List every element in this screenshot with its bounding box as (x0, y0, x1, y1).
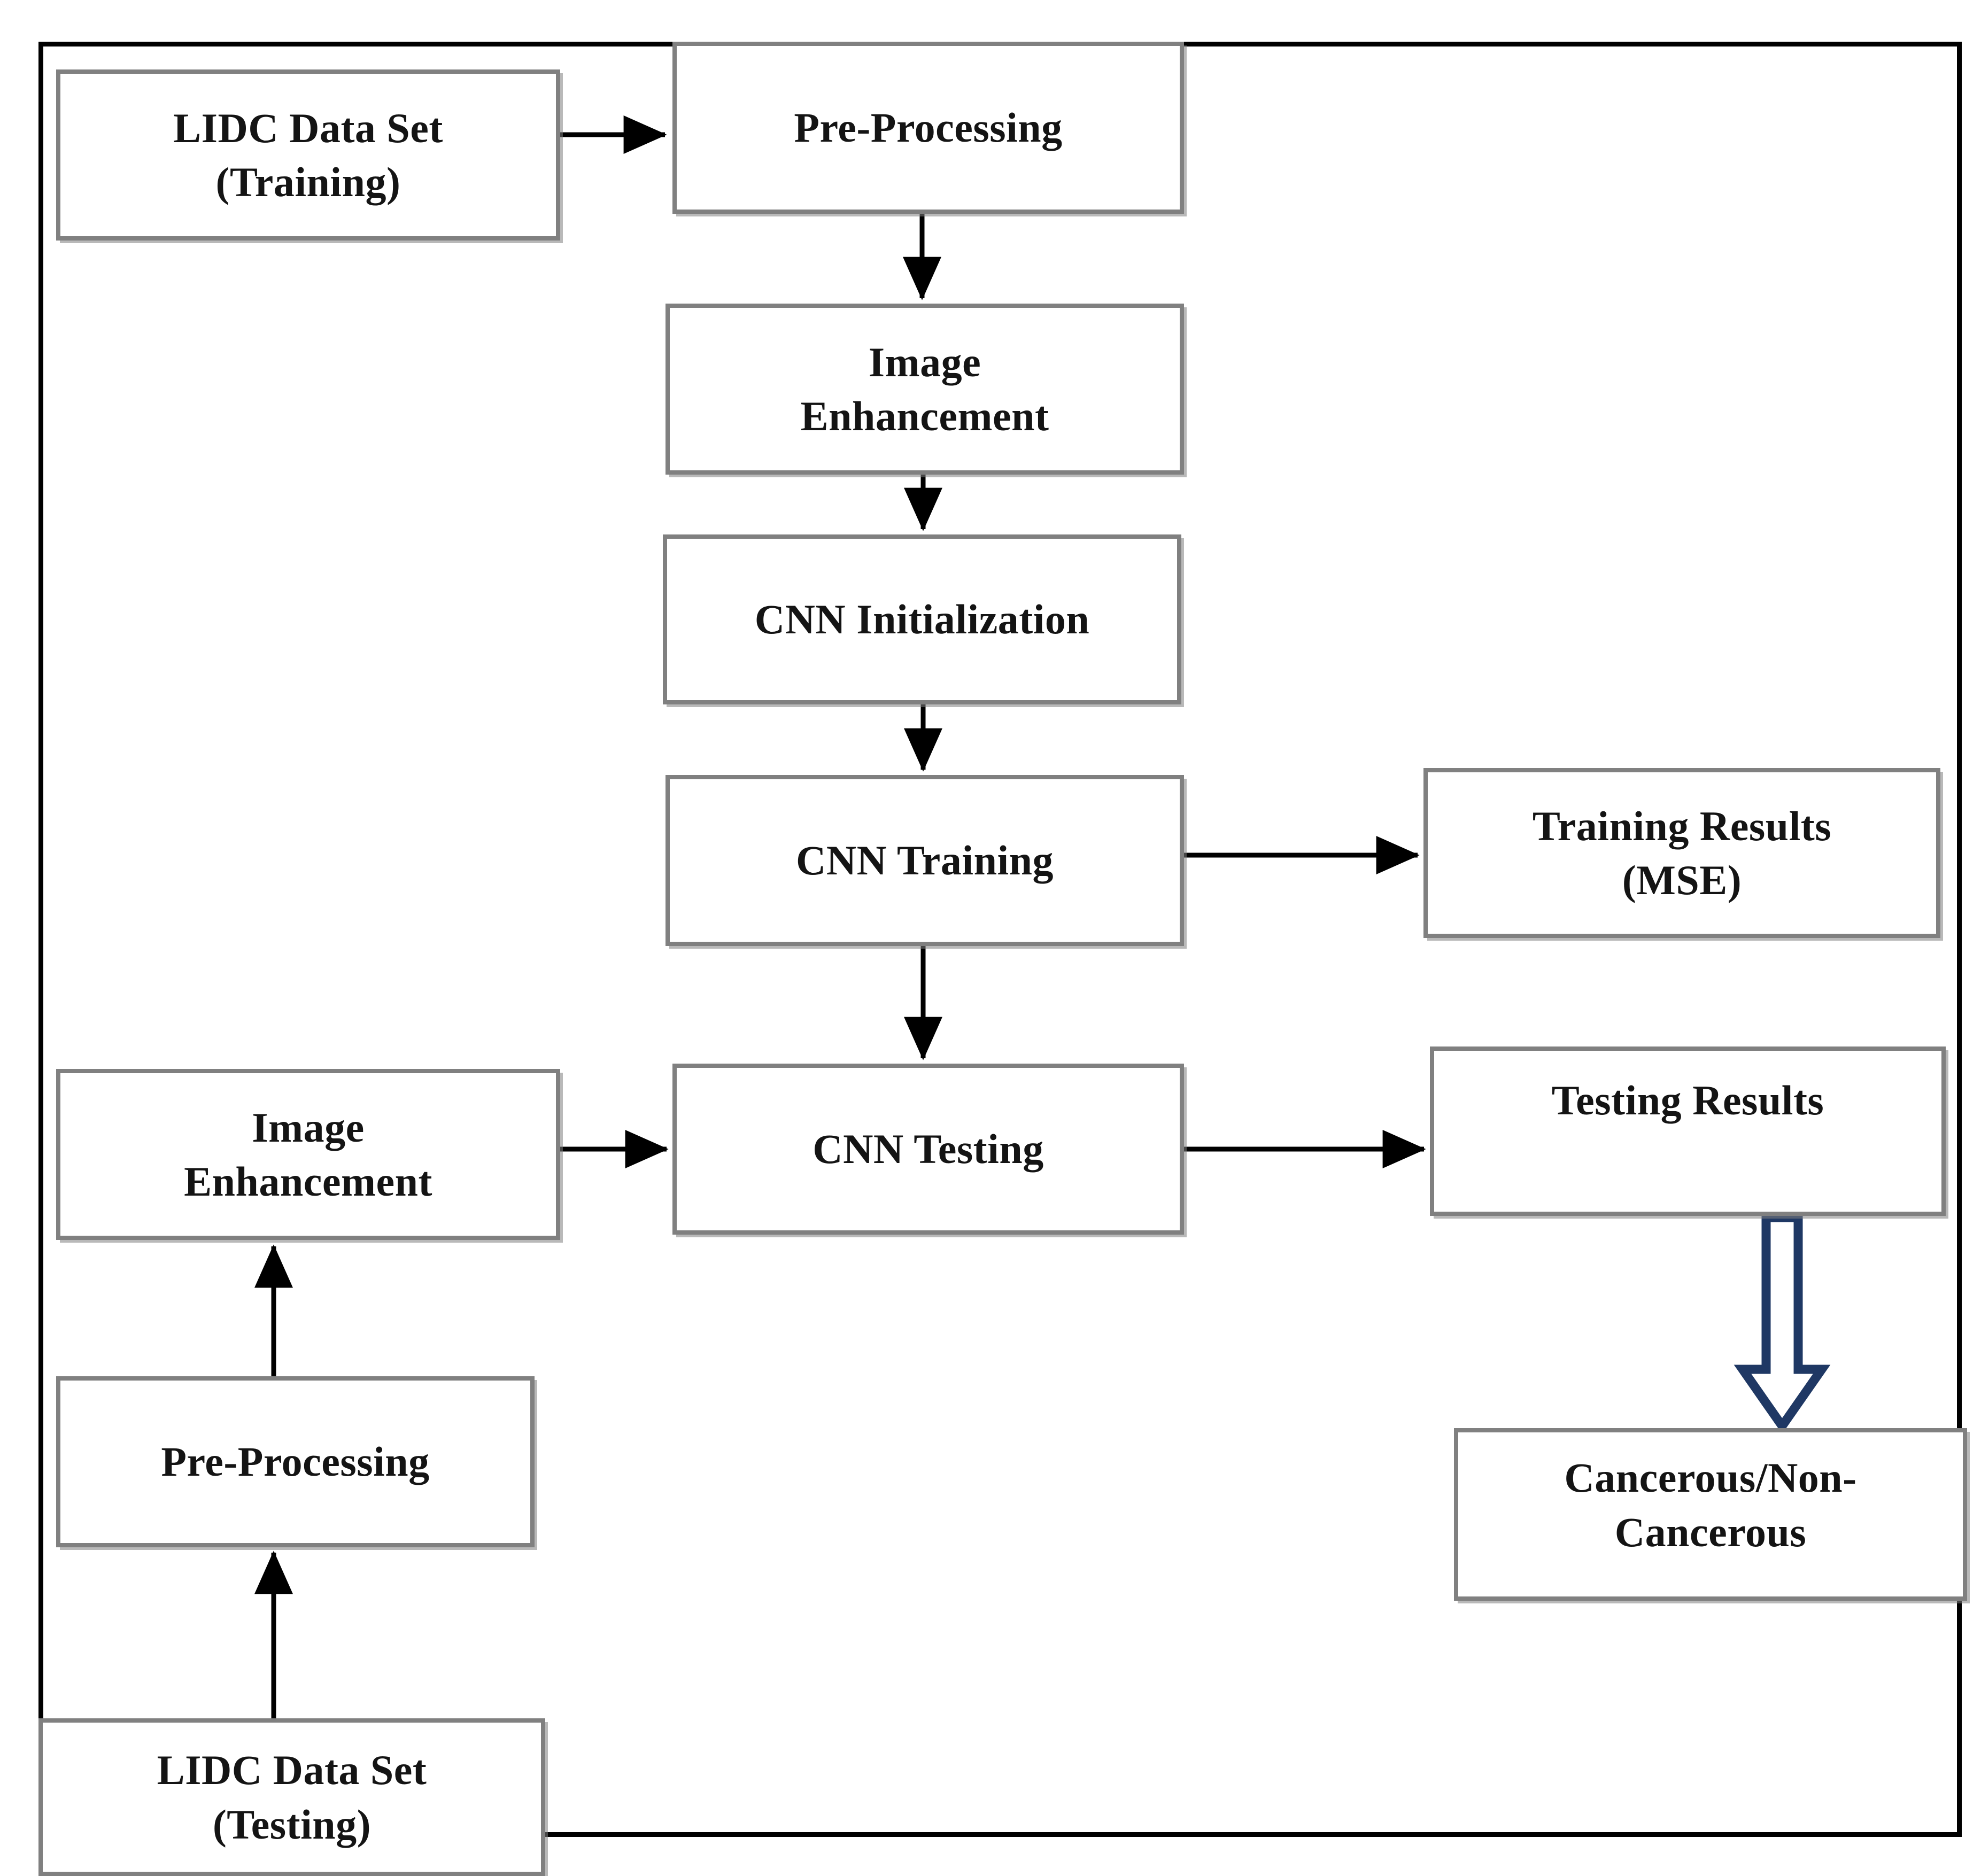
node-image-enhancement-testing[interactable]: Image Enhancement (56, 1069, 560, 1240)
node-label-training-results-mse: Training Results (MSE) (1532, 802, 1832, 903)
node-cnn-testing[interactable]: CNN Testing (672, 1064, 1184, 1235)
node-lidc-dataset-testing[interactable]: LIDC Data Set (Testing) (38, 1718, 545, 1876)
node-cnn-training[interactable]: CNN Training (666, 775, 1184, 946)
node-label-image-enhancement-testing: Image Enhancement (184, 1104, 432, 1205)
node-label-preprocessing-testing: Pre-Processing (161, 1438, 430, 1485)
node-cancerous-non-cancerous[interactable]: Cancerous/Non- Cancerous (1454, 1428, 1967, 1601)
node-label-testing-results: Testing Results (1551, 1076, 1824, 1123)
node-label-image-enhancement-training: Image Enhancement (800, 338, 1049, 439)
node-label-lidc-dataset-testing: LIDC Data Set (Testing) (157, 1747, 427, 1848)
node-preprocessing-testing[interactable]: Pre-Processing (56, 1376, 535, 1547)
node-image-enhancement-training[interactable]: Image Enhancement (666, 304, 1184, 475)
node-label-preprocessing-training: Pre-Processing (794, 104, 1063, 151)
node-label-cnn-initialization: CNN Initialization (754, 596, 1090, 643)
node-training-results-mse[interactable]: Training Results (MSE) (1423, 768, 1940, 938)
node-preprocessing-training[interactable]: Pre-Processing (672, 42, 1184, 214)
node-cnn-initialization[interactable]: CNN Initialization (663, 534, 1181, 704)
node-label-cancerous-non-cancerous: Cancerous/Non- Cancerous (1564, 1454, 1857, 1555)
node-lidc-dataset-training[interactable]: LIDC Data Set (Training) (56, 69, 560, 241)
node-testing-results[interactable]: Testing Results (1430, 1046, 1946, 1216)
node-label-lidc-dataset-training: LIDC Data Set (Training) (173, 104, 443, 205)
node-label-cnn-testing: CNN Testing (812, 1126, 1044, 1173)
node-label-cnn-training: CNN Training (795, 837, 1054, 884)
